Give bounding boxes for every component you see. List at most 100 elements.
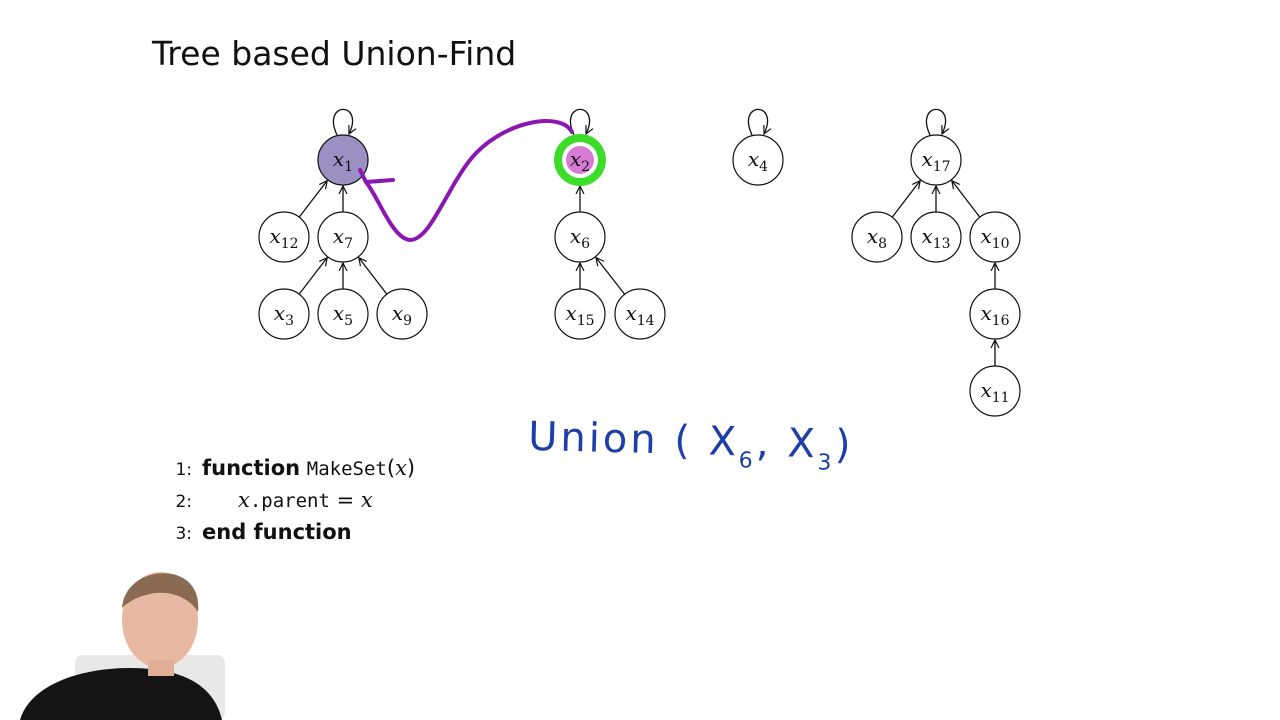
node-label-base: x: [274, 301, 285, 325]
node-circle: [317, 288, 369, 340]
node-x15: x15: [554, 288, 606, 340]
node-x9: x9: [376, 288, 428, 340]
open-paren: (: [386, 456, 396, 480]
annotation-suffix: ): [834, 421, 855, 469]
node-label-base: x: [570, 147, 581, 171]
edge-x8-to-x17: [891, 181, 920, 218]
node-label: x12: [269, 224, 298, 252]
presenter-figure: [20, 572, 225, 720]
node-x4: x4: [732, 134, 784, 186]
node-x5: x5: [317, 288, 369, 340]
node-circle: [732, 134, 784, 186]
node-label-base: x: [269, 224, 280, 248]
node-x16: x16: [969, 288, 1021, 340]
slide-title: Tree based Union-Find: [152, 34, 517, 73]
node-label-base: x: [921, 224, 932, 248]
node-x3: x3: [258, 288, 310, 340]
green-highlight-ring: [554, 134, 606, 186]
node-circle: [554, 211, 606, 263]
assignment-lhs: x: [238, 488, 250, 512]
node-label-base: x: [333, 147, 344, 171]
function-name: MakeSet: [306, 458, 387, 480]
node-label-subscript: 1: [344, 159, 353, 175]
node-label-base: x: [625, 301, 636, 325]
node-circle: [258, 288, 310, 340]
node-x17: x17: [910, 134, 962, 186]
node-label-subscript: 2: [581, 159, 590, 175]
node-label-subscript: 13: [933, 236, 951, 252]
node-circle: [910, 134, 962, 186]
node-x14: x14: [614, 288, 666, 340]
node-label: x8: [867, 224, 887, 252]
node-label: x6: [570, 224, 590, 252]
node-label: x15: [565, 301, 594, 329]
node-label: x14: [625, 301, 654, 329]
edges-layer: [298, 181, 995, 366]
close-paren: ): [406, 456, 416, 480]
node-label: x3: [274, 301, 294, 329]
node-label: x5: [333, 301, 353, 329]
node-circle: [554, 288, 606, 340]
presenter-webcam: [0, 560, 250, 720]
node-label-subscript: 16: [992, 313, 1010, 329]
code-line-2: 2:x.parent = x: [160, 484, 415, 516]
node-label: x16: [980, 301, 1009, 329]
node-label-subscript: 14: [637, 313, 655, 329]
self-loop-x1: [332, 108, 352, 136]
edge-x3-to-x7: [298, 258, 327, 295]
annotation-sub-1: 6: [738, 448, 756, 474]
node-label-subscript: 12: [281, 236, 299, 252]
node-label-subscript: 5: [344, 313, 353, 329]
node-x6: x6: [554, 211, 606, 263]
keyword-function: function: [202, 456, 301, 480]
node-label: x13: [921, 224, 950, 252]
node-circle: [317, 211, 369, 263]
node-label: x4: [748, 147, 768, 175]
node-circle: [969, 365, 1021, 417]
node-label-base: x: [570, 224, 581, 248]
self-loops-layer: [332, 108, 945, 136]
node-label-base: x: [565, 301, 576, 325]
node-label-base: x: [921, 147, 932, 171]
pink-highlight-fill: [566, 146, 594, 174]
node-label-subscript: 6: [581, 236, 590, 252]
handwritten-union-annotation: Union ( X6, X3): [527, 413, 855, 477]
node-x1: x1: [317, 134, 369, 186]
node-label-subscript: 11: [992, 390, 1010, 406]
equals-sign: =: [329, 488, 361, 512]
node-label-base: x: [980, 224, 991, 248]
node-x7: x7: [317, 211, 369, 263]
node-circle: [851, 211, 903, 263]
node-circle: [969, 211, 1021, 263]
node-circle: [317, 134, 369, 186]
node-label-base: x: [333, 224, 344, 248]
self-loop-x2: [569, 108, 589, 136]
edge-x12-to-x1: [298, 181, 327, 218]
node-label-subscript: 15: [577, 313, 595, 329]
line-number: 2:: [175, 492, 192, 512]
node-label-base: x: [748, 147, 759, 171]
node-label: x17: [921, 147, 950, 175]
node-label-base: x: [980, 301, 991, 325]
node-circle: [376, 288, 428, 340]
parent-field: .parent: [249, 490, 330, 512]
edge-x14-to-x6: [596, 258, 626, 295]
hand-drawn-union-arrow: [358, 119, 574, 243]
node-label-subscript: 17: [933, 159, 951, 175]
line-number: 1:: [175, 460, 192, 480]
node-label-subscript: 9: [403, 313, 412, 329]
annotation-prefix: Union ( X: [527, 413, 740, 466]
node-circle: [969, 288, 1021, 340]
pseudocode-block: 1:function MakeSet(x) 2:x.parent = x 3:e…: [160, 452, 415, 548]
node-label: x9: [392, 301, 412, 329]
node-label: x10: [980, 224, 1009, 252]
code-line-1: 1:function MakeSet(x): [160, 452, 415, 484]
node-label: x2: [570, 147, 590, 175]
keyword-end-function: end function: [202, 520, 352, 544]
node-x12: x12: [258, 211, 310, 263]
node-label: x7: [333, 224, 353, 252]
annotation-mid: , X: [755, 419, 819, 468]
annotation-sub-2: 3: [817, 450, 835, 476]
